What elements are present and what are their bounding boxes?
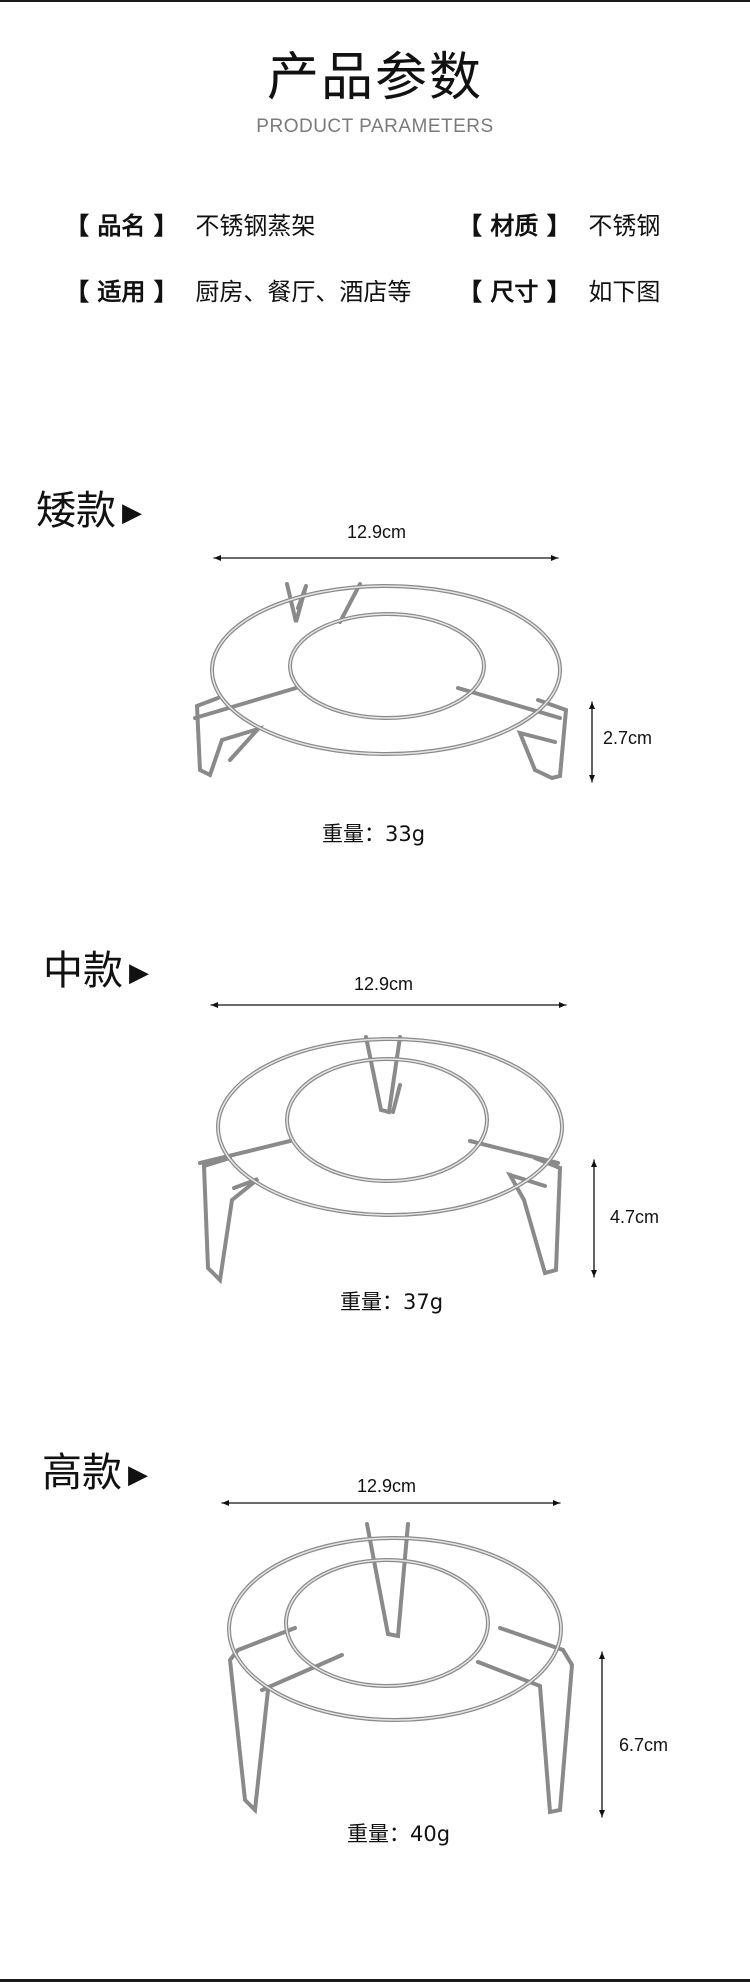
weight-label: 重量：33g bbox=[322, 822, 426, 846]
triangle-right-icon: ▶ bbox=[122, 498, 142, 528]
title-text-highlighted: 参数 bbox=[375, 45, 488, 111]
param-label: 【 材质 】 bbox=[458, 212, 571, 240]
triangle-right-icon: ▶ bbox=[128, 1460, 148, 1490]
param-label: 【 适用 】 bbox=[65, 278, 178, 306]
height-label: 6.7cm bbox=[619, 1735, 669, 1755]
diameter-label: 12.9cm bbox=[354, 974, 414, 994]
param-material: 【 材质 】 不锈钢 bbox=[458, 206, 660, 241]
param-value: 如下图 bbox=[588, 278, 661, 306]
diameter-label: 12.9cm bbox=[357, 1476, 417, 1496]
param-size: 【 尺寸 】 如下图 bbox=[458, 272, 660, 307]
page-subtitle: PRODUCT PARAMETERS bbox=[256, 116, 494, 137]
param-value: 厨房、餐厅、酒店等 bbox=[195, 278, 412, 306]
title-text-part1: 产品 bbox=[266, 48, 375, 108]
param-value: 不锈钢 bbox=[588, 212, 661, 240]
param-usage: 【 适用 】 厨房、餐厅、酒店等 bbox=[65, 272, 411, 307]
height-label: 4.7cm bbox=[610, 1207, 660, 1227]
model-label-short: 矮款▶ bbox=[36, 488, 142, 534]
triangle-right-icon: ▶ bbox=[129, 958, 149, 988]
model-label-tall: 高款▶ bbox=[42, 1450, 148, 1496]
bottom-border bbox=[0, 1979, 750, 1982]
height-label: 2.7cm bbox=[603, 728, 653, 748]
weight-label: 重量：37g bbox=[340, 1290, 444, 1314]
param-label: 【 尺寸 】 bbox=[458, 278, 571, 306]
param-name: 【 品名 】 不锈钢蒸架 bbox=[65, 206, 315, 241]
param-value: 不锈钢蒸架 bbox=[195, 212, 316, 240]
page-title: 产品参数 bbox=[0, 45, 750, 111]
param-label: 【 品名 】 bbox=[65, 212, 178, 240]
top-border bbox=[0, 0, 750, 2]
diameter-label: 12.9cm bbox=[347, 522, 407, 542]
model-label-medium: 中款▶ bbox=[43, 948, 149, 994]
weight-label: 重量：40g bbox=[347, 1822, 451, 1846]
